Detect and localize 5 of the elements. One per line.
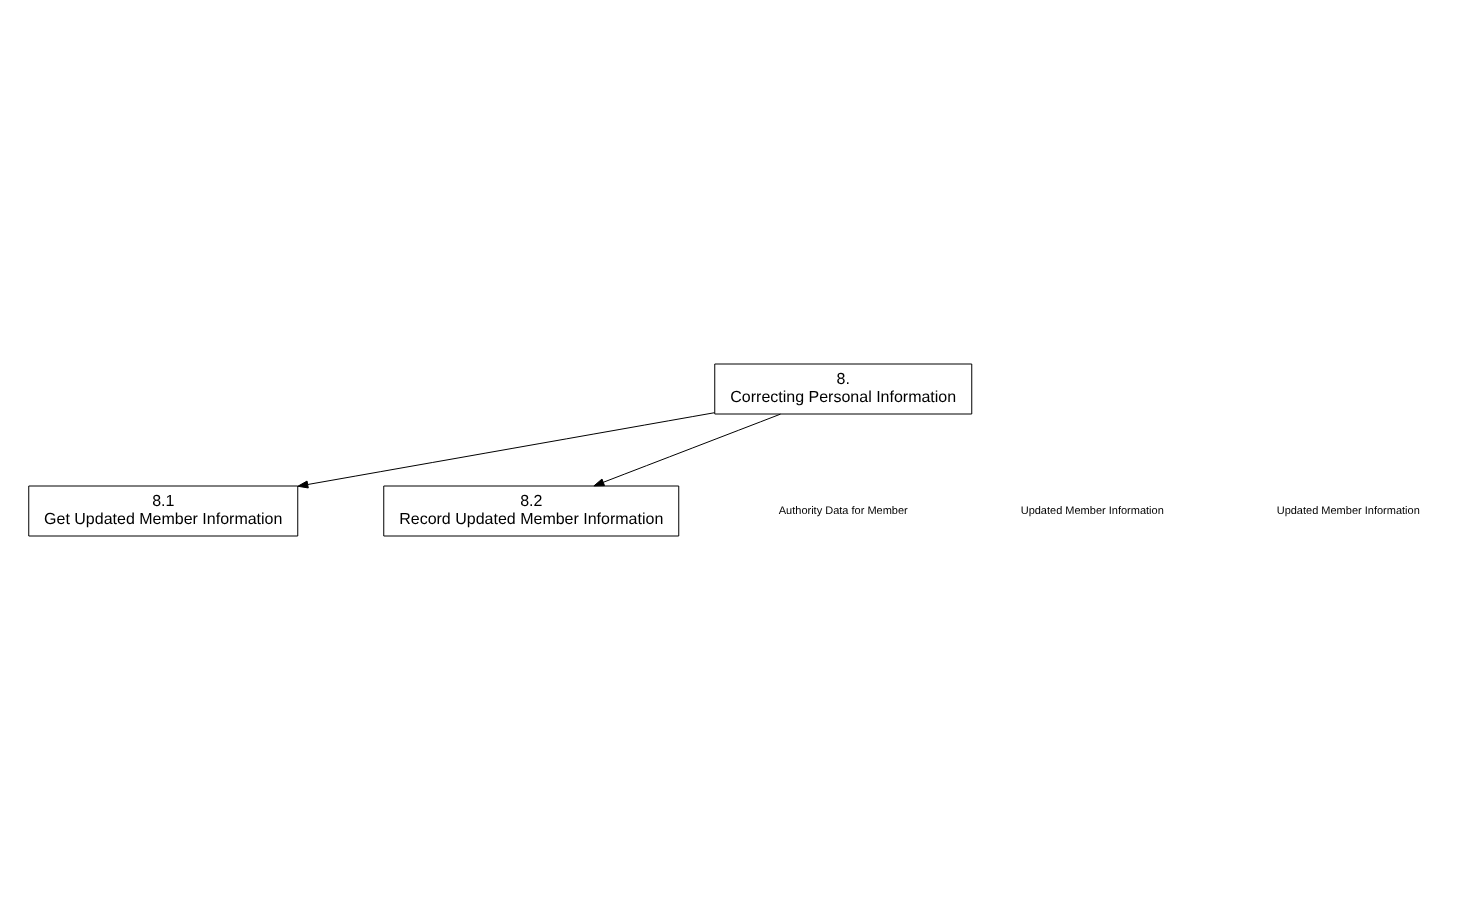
node-box: 8. Correcting Personal Information [713, 363, 972, 415]
node-box: 8.1 Get Updated Member Information [27, 485, 298, 537]
arrow [592, 413, 780, 487]
arrow [296, 412, 715, 489]
node-box: 8.2 Record Updated Member Information [382, 485, 679, 537]
